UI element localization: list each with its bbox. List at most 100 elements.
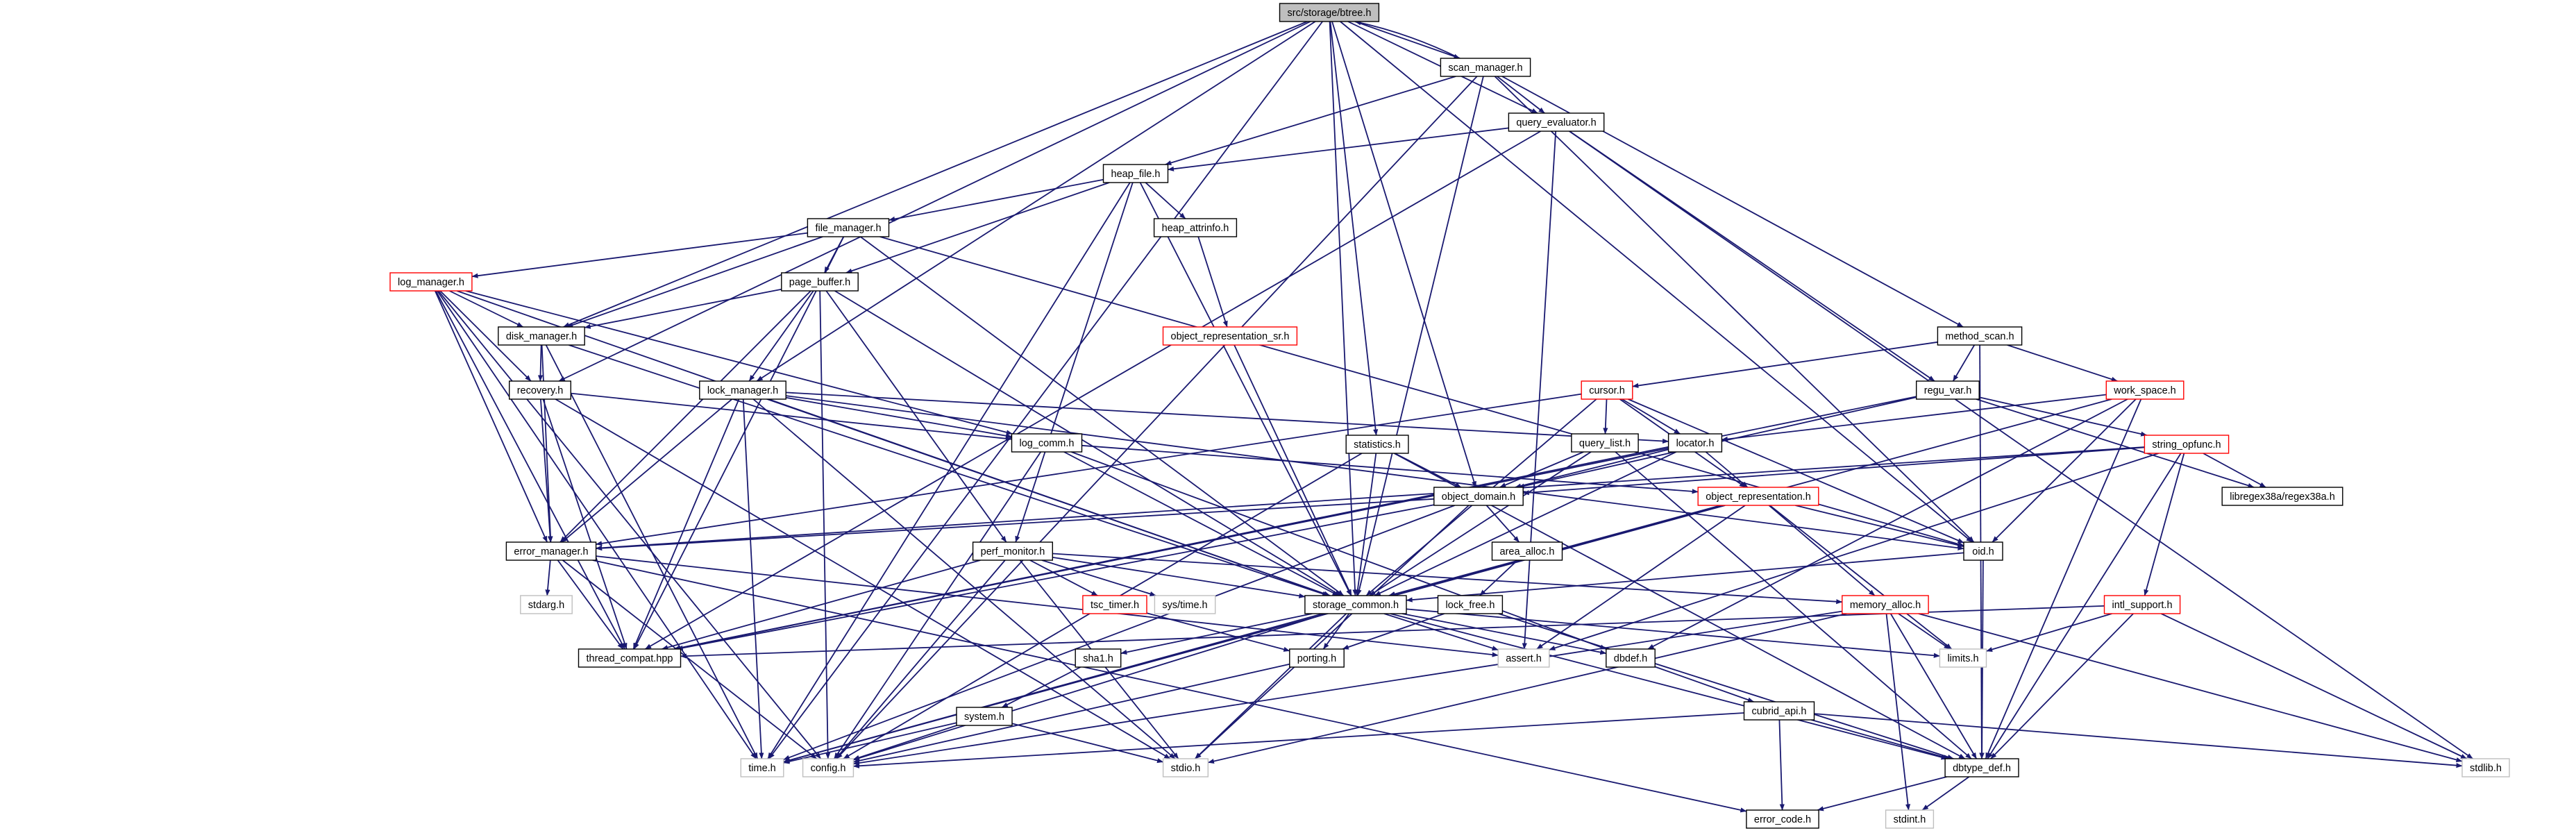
edge-heap_file-to-perf_monitor xyxy=(1015,182,1134,543)
node-box xyxy=(2461,758,2510,777)
node-btree[interactable]: src/storage/btree.h xyxy=(1279,3,1380,22)
node-file-manager[interactable]: file_manager.h xyxy=(807,218,890,237)
node-regu-var[interactable]: regu_var.h xyxy=(1915,380,1980,400)
node-label: assert.h xyxy=(1506,653,1542,664)
node-cursor[interactable]: cursor.h xyxy=(1581,380,1633,400)
node-label: heap_file.h xyxy=(1111,169,1161,180)
node-error-code[interactable]: error_code.h xyxy=(1746,809,1819,829)
node-object-domain[interactable]: object_domain.h xyxy=(1433,487,1524,506)
edge-lock_free-to-dbtype_def xyxy=(1498,613,1954,759)
edge-storage_common-to-porting xyxy=(1322,613,1350,650)
edge-log_manager-to-time xyxy=(437,290,757,759)
node-label: config.h xyxy=(811,763,846,774)
node-query-evaluator[interactable]: query_evaluator.h xyxy=(1508,112,1605,132)
node-label: error_manager.h xyxy=(514,546,588,557)
node-box xyxy=(389,272,473,292)
node-method-scan[interactable]: method_scan.h xyxy=(1937,326,2023,346)
node-query-list[interactable]: query_list.h xyxy=(1571,433,1639,453)
edge-error_manager-to-stdarg xyxy=(545,559,551,596)
node-system[interactable]: system.h xyxy=(956,707,1013,726)
edge-cubrid_api-to-config xyxy=(852,712,1744,768)
node-box xyxy=(1743,701,1815,721)
node-box xyxy=(1154,595,1216,614)
node-page-buffer[interactable]: page_buffer.h xyxy=(781,272,859,292)
node-cubrid-api[interactable]: cubrid_api.h xyxy=(1743,701,1815,721)
node-storage-common[interactable]: storage_common.h xyxy=(1304,595,1407,614)
node-label: cursor.h xyxy=(1589,385,1625,396)
node-box xyxy=(1102,164,1169,183)
node-recovery[interactable]: recovery.h xyxy=(509,380,572,400)
node-label: porting.h xyxy=(1297,653,1336,664)
node-error-manager[interactable]: error_manager.h xyxy=(505,541,597,561)
node-lock-free[interactable]: lock_free.h xyxy=(1437,595,1504,614)
node-box xyxy=(1304,595,1407,614)
node-box xyxy=(1433,487,1524,506)
edge-system-to-time xyxy=(783,722,957,764)
node-label: system.h xyxy=(964,712,1004,723)
node-label: thread_compat.hpp xyxy=(587,653,673,664)
edge-object_domain-to-stdio xyxy=(1195,505,1470,759)
node-box xyxy=(802,758,855,777)
edge-cursor-to-error_manager xyxy=(596,393,1582,546)
node-box xyxy=(1667,433,1723,453)
node-box xyxy=(2144,435,2230,454)
node-dbtype-def[interactable]: dbtype_def.h xyxy=(1944,758,2019,777)
node-sys-time: sys/time.h xyxy=(1154,595,1216,614)
node-statistics[interactable]: statistics.h xyxy=(1345,435,1409,454)
node-intl-support[interactable]: intl_support.h xyxy=(2103,595,2181,614)
edge-object_representation_sr-to-storage_common xyxy=(1234,344,1352,596)
node-object-representation-sr[interactable]: object_representation_sr.h xyxy=(1162,326,1298,346)
node-log-comm[interactable]: log_comm.h xyxy=(1011,433,1083,453)
edge-regu_var-to-libregex38a xyxy=(1976,398,2255,488)
edge-scan_manager-to-heap_file xyxy=(1165,76,1456,165)
edge-area_alloc-to-lock_free xyxy=(1479,559,1518,596)
node-box xyxy=(1937,326,2023,346)
edge-disk_manager-to-storage_common xyxy=(569,344,1329,596)
node-memory-alloc[interactable]: memory_alloc.h xyxy=(1842,595,1929,614)
node-tsc-timer[interactable]: tsc_timer.h xyxy=(1082,595,1147,614)
edge-log_comm-to-dbdef xyxy=(1070,451,1607,650)
node-label: disk_manager.h xyxy=(506,331,577,342)
node-sha1[interactable]: sha1.h xyxy=(1075,648,1122,668)
edge-query_evaluator-to-heap_file xyxy=(1168,127,1509,171)
node-log-manager[interactable]: log_manager.h xyxy=(389,272,473,292)
node-label: lock_manager.h xyxy=(707,385,778,396)
node-heap-file[interactable]: heap_file.h xyxy=(1102,164,1169,183)
edge-file_manager-to-log_manager xyxy=(471,232,808,278)
node-object-representation[interactable]: object_representation.h xyxy=(1697,487,1819,506)
node-area-alloc[interactable]: area_alloc.h xyxy=(1491,541,1563,561)
edge-cursor-to-locator xyxy=(1622,398,1681,435)
node-box xyxy=(1606,648,1656,668)
node-locator[interactable]: locator.h xyxy=(1667,433,1723,453)
node-porting[interactable]: porting.h xyxy=(1289,648,1345,668)
edge-sha1-to-system xyxy=(1001,666,1081,708)
node-stdlib: stdlib.h xyxy=(2461,758,2510,777)
edge-log_manager-to-config xyxy=(437,290,822,759)
node-label: perf_monitor.h xyxy=(981,546,1045,557)
edge-memory_alloc-to-config xyxy=(852,610,1842,766)
node-oid[interactable]: oid.h xyxy=(1963,541,2003,561)
edge-intl_support-to-stdlib xyxy=(2161,613,2468,759)
node-scan-manager[interactable]: scan_manager.h xyxy=(1440,58,1531,77)
node-box xyxy=(807,218,890,237)
node-label: stdarg.h xyxy=(528,600,564,611)
node-heap-attrinfo[interactable]: heap_attrinfo.h xyxy=(1153,218,1238,237)
edge-btree-to-statistics xyxy=(1329,21,1379,436)
node-box xyxy=(498,326,585,346)
edge-file_manager-to-disk_manager xyxy=(566,236,823,328)
node-config: config.h xyxy=(802,758,855,777)
node-string-opfunc[interactable]: string_opfunc.h xyxy=(2144,435,2230,454)
node-lock-manager[interactable]: lock_manager.h xyxy=(699,380,786,400)
node-disk-manager[interactable]: disk_manager.h xyxy=(498,326,585,346)
node-dbdef[interactable]: dbdef.h xyxy=(1606,648,1656,668)
node-perf-monitor[interactable]: perf_monitor.h xyxy=(972,541,1053,561)
edge-memory_alloc-to-stdlib xyxy=(1918,613,2463,763)
node-label: storage_common.h xyxy=(1313,600,1399,611)
edge-storage_common-to-dbdef xyxy=(1401,613,1607,655)
node-work-space[interactable]: work_space.h xyxy=(2105,380,2184,400)
edge-heap_file-to-page_buffer xyxy=(845,182,1110,274)
node-label: sha1.h xyxy=(1083,653,1113,664)
node-thread-compat[interactable]: thread_compat.hpp xyxy=(578,648,682,668)
node-libregex38a[interactable]: libregex38a/regex38a.h xyxy=(2221,487,2343,506)
node-box xyxy=(1162,758,1209,777)
